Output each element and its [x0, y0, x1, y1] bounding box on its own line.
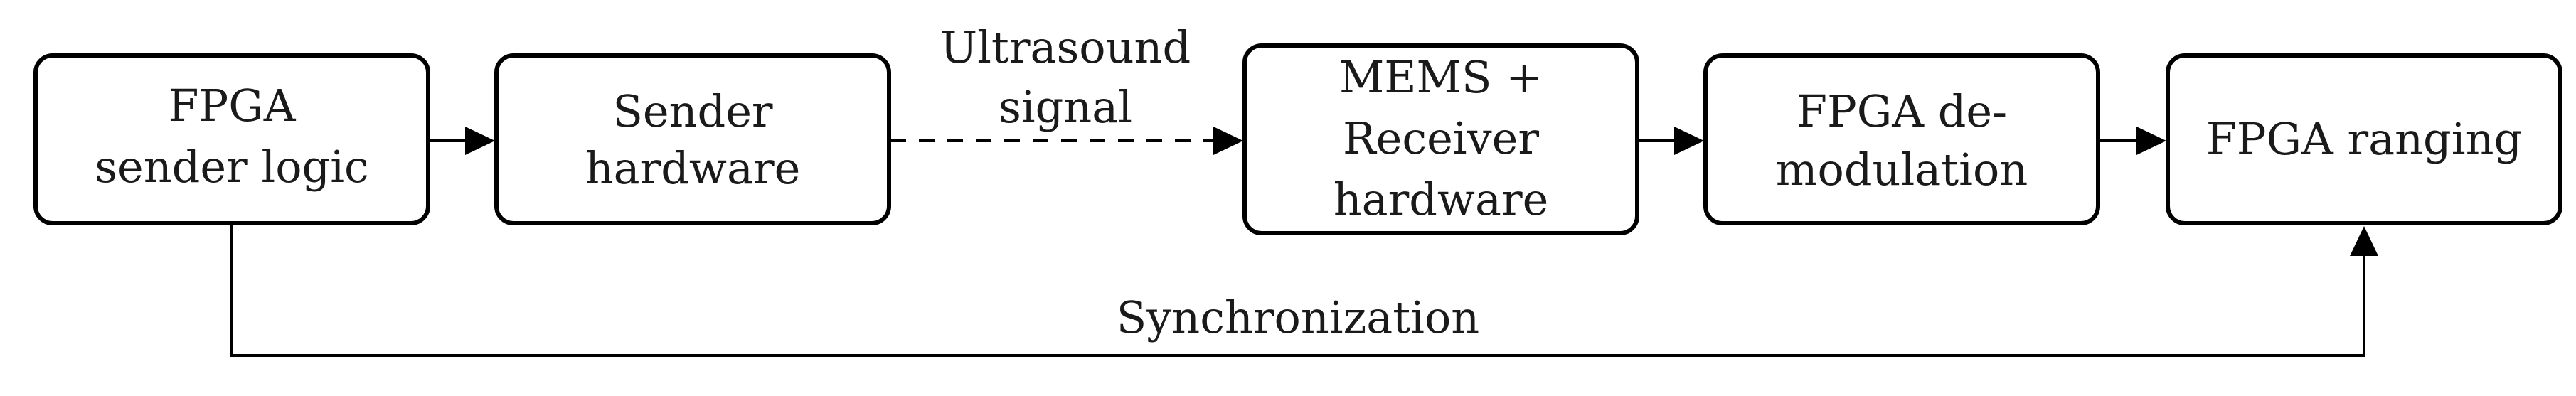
arrowhead: [465, 127, 495, 155]
edge-sender-logic-to-sender-hardware: [430, 127, 495, 155]
node-label-line: hardware: [1334, 173, 1549, 225]
arrowhead: [2350, 226, 2378, 256]
node-label-line: hardware: [585, 142, 801, 194]
arrowhead: [1213, 127, 1243, 155]
edge-label-line: signal: [999, 81, 1132, 133]
node-label-line: modulation: [1776, 144, 2028, 196]
edge-demodulation-to-ranging: [2099, 127, 2166, 155]
edge-ultrasound-signal: Ultrasound signal: [890, 21, 1243, 155]
node-fpga-ranging: FPGA ranging: [2166, 53, 2562, 225]
edge-receiver-to-demodulation: [1639, 127, 1704, 155]
node-label-line: Sender: [612, 85, 772, 137]
node-label-line: FPGA ranging: [2206, 113, 2522, 165]
edge-label: Synchronization: [1117, 291, 1479, 343]
arrowhead: [2136, 127, 2166, 155]
edge-synchronization: Synchronization: [230, 225, 2378, 357]
node-fpga-sender-logic: FPGA sender logic: [33, 53, 430, 225]
arrowhead: [1674, 127, 1704, 155]
node-label-line: MEMS +: [1339, 51, 1543, 103]
node-sender-hardware: Sender hardware: [494, 53, 891, 225]
node-label-line: FPGA de-: [1797, 85, 2007, 137]
node-fpga-demodulation: FPGA de- modulation: [1703, 53, 2100, 225]
edge-label-line: Ultrasound: [940, 21, 1191, 73]
node-label-line: sender logic: [95, 141, 369, 193]
node-label-line: Receiver: [1343, 112, 1539, 164]
node-mems-receiver-hardware: MEMS + Receiver hardware: [1242, 43, 1639, 235]
node-label-line: FPGA: [168, 80, 296, 132]
